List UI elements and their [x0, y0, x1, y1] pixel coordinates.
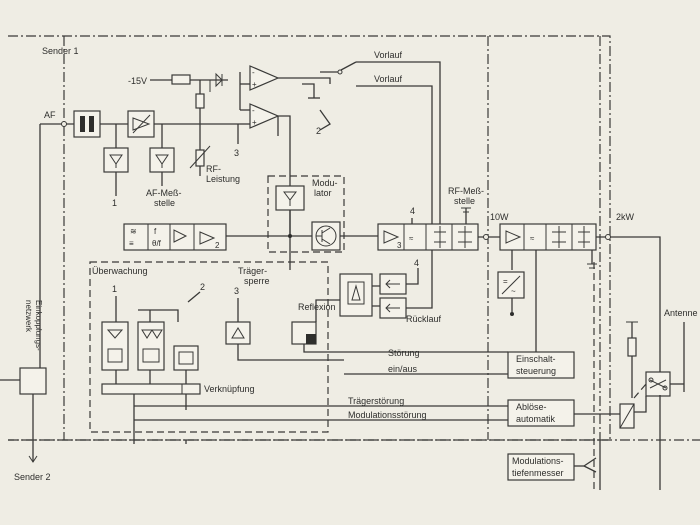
af-measure-sensor	[149, 147, 175, 173]
svg-text:≋: ≋	[130, 227, 137, 236]
einschaltsteuerung-box	[507, 351, 575, 379]
num-4b: 4	[414, 258, 419, 268]
einkopplung-1: Einkopplungs-	[34, 300, 43, 351]
verknuepfung-bar	[101, 383, 201, 395]
einkopplungsnetzwerk-box	[19, 367, 47, 395]
af-sensor-1	[103, 147, 129, 173]
modulator-group	[267, 175, 345, 253]
svg-text:-: -	[252, 68, 255, 77]
stoerung-label: Störung	[388, 348, 420, 358]
af-label: AF	[44, 110, 56, 120]
svg-text:2: 2	[215, 241, 220, 250]
num-3b: 3	[234, 286, 239, 296]
num-4a: 4	[410, 206, 415, 216]
num-1b: 1	[112, 284, 117, 294]
final-amp-chain	[499, 223, 597, 251]
svg-text:-: -	[252, 106, 255, 115]
input-transformer	[73, 110, 101, 138]
ruecklauf-label: Rücklauf	[406, 314, 442, 324]
num-2b: 2	[200, 282, 205, 292]
verknuepfung-label: Verknüpfung	[204, 384, 255, 394]
comparator-amps: - + - +	[249, 65, 280, 129]
einaus-label: ein/aus	[388, 364, 418, 374]
num-1a: 1	[112, 198, 117, 208]
rf-oscillator-block	[123, 223, 227, 251]
traegersperre-sensor	[225, 321, 251, 345]
p2kw-label: 2kW	[616, 212, 635, 222]
modulator-sensor	[275, 185, 305, 211]
svg-text:θ/f: θ/f	[152, 239, 162, 248]
rf-leistung-1: RF-	[206, 164, 221, 174]
einschalt-1: Einschalt-	[516, 354, 556, 364]
abloeseautomatik-box	[507, 399, 575, 427]
rf-amp-chain	[377, 223, 479, 251]
modulator-2: lator	[314, 188, 332, 198]
abloese-2: automatik	[516, 414, 556, 424]
monitor-unit-3	[173, 345, 199, 371]
traegersperre-2: sperre	[244, 276, 270, 286]
modulator-1: Modu-	[312, 178, 338, 188]
modmess-2: tiefenmesser	[512, 468, 564, 478]
reflexion-detector	[339, 273, 373, 317]
rf-mess-2: stelle	[454, 196, 475, 206]
modulationsstoerung-label: Modulationsstörung	[348, 410, 427, 420]
monitor-unit-1	[101, 321, 129, 371]
svg-text:3: 3	[397, 241, 402, 250]
modmess-1: Modulations-	[512, 456, 564, 466]
rf-mess-1: RF-Meß-	[448, 186, 484, 196]
monitor-unit-2	[137, 321, 165, 371]
minus15v-label: -15V	[128, 76, 147, 86]
num-3a: 3	[234, 148, 239, 158]
num-2a: 2	[316, 126, 321, 136]
sender1-label: Sender 1	[42, 46, 79, 56]
ueberwachung-group	[89, 261, 329, 433]
abloese-1: Ablöse-	[516, 402, 547, 412]
traegersperre-1: Träger-	[238, 266, 267, 276]
traegerstoerung-label: Trägerstörung	[348, 396, 404, 406]
vorlauf-1: Vorlauf	[374, 50, 403, 60]
svg-text:+: +	[252, 80, 257, 89]
einschalt-2: steuerung	[516, 366, 556, 376]
modulationstiefenmesser-box	[507, 453, 575, 481]
af-mess-label-1: AF-Meß-	[146, 188, 182, 198]
reflexion-label: Reflexion	[298, 302, 336, 312]
svg-text:≈: ≈	[409, 234, 414, 243]
ueberwachung-label: Überwachung	[92, 266, 148, 276]
vorlauf-2: Vorlauf	[374, 74, 403, 84]
svg-text:≈: ≈	[530, 234, 535, 243]
svg-text:=: =	[503, 277, 508, 286]
svg-text:~: ~	[511, 287, 516, 296]
af-mess-label-2: stelle	[154, 198, 175, 208]
svg-text:f: f	[154, 227, 157, 236]
p10w-label: 10W	[490, 212, 509, 222]
rf-leistung-2: Leistung	[206, 174, 240, 184]
svg-text:≡: ≡	[129, 239, 134, 248]
svg-text:+: +	[252, 118, 257, 127]
antenne-label: Antenne	[664, 308, 698, 318]
sender2-label: Sender 2	[14, 472, 51, 482]
einkopplung-2: netzwerk	[24, 300, 33, 333]
